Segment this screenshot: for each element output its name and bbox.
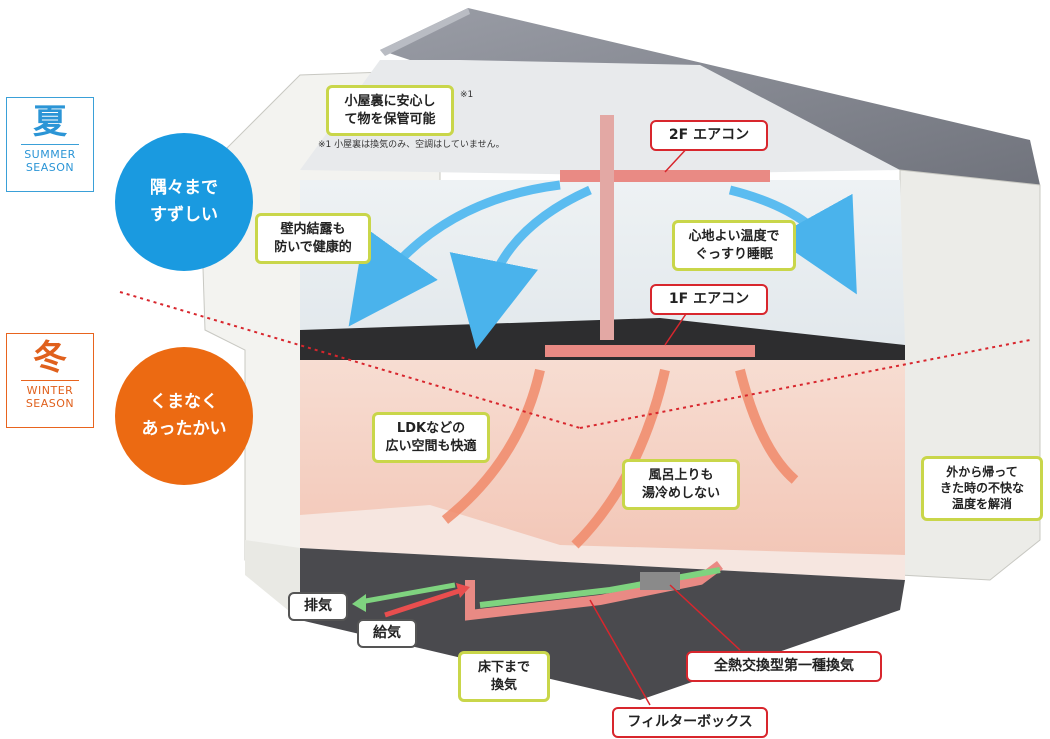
sleep-line1: 心地よい温度で: [688, 229, 780, 244]
attic-line2: て物を保管可能: [344, 111, 436, 127]
bath-line2: 湯冷めしない: [641, 485, 720, 501]
return-line2: きた時の不快な: [939, 481, 1024, 496]
underfloor-line2: 換気: [490, 677, 517, 693]
ventilation-unit: [640, 572, 680, 590]
season-divider: [119, 291, 581, 429]
exhaust-arrow: [359, 582, 456, 605]
vertical-duct: [600, 115, 614, 340]
exhaust-arrow-head: [352, 594, 366, 612]
winter-kanji: 冬: [33, 338, 67, 378]
summer-en-line2: SEASON: [25, 161, 75, 174]
supply-label: 給気: [357, 619, 417, 648]
ldk-callout: LDKなどの 広い空間も快適: [372, 412, 490, 464]
summer-kanji: 夏: [33, 102, 67, 142]
underfloor-line1: 床下まで: [477, 660, 530, 675]
attic-footnote-mark: ※1: [460, 90, 474, 100]
cool-air-arrow-center: [449, 185, 592, 350]
winter-circle-line2: あったかい: [141, 419, 227, 439]
condensation-line1: 壁内結露も: [280, 222, 346, 237]
supply-arrow-head: [456, 583, 470, 598]
leader-filter: [589, 599, 651, 706]
winter-en-line1: WINTER: [26, 384, 74, 397]
summer-season-badge: 夏 SUMMER SEASON: [6, 97, 94, 192]
cool-air-arrow-left: [348, 180, 561, 327]
first-floor-floor: [300, 505, 905, 580]
sleep-callout: 心地よい温度で ぐっすり睡眠: [672, 220, 796, 272]
winter-circle: くまなく あったかい: [115, 347, 253, 485]
underfloor-duct-green: [479, 567, 721, 608]
bath-callout: 風呂上りも 湯冷めしない: [622, 459, 740, 511]
return-home-callout: 外から帰って きた時の不快な 温度を解消: [921, 456, 1043, 521]
condensation-callout: 壁内結露も 防いで健康的: [255, 213, 371, 265]
attic-footnote: ※1 小屋裏は換気のみ、空調はしていません。: [318, 140, 505, 150]
foundation-edge: [245, 540, 300, 620]
ac-1f-label: 1F エアコン: [650, 284, 768, 315]
attic-storage-callout: 小屋裏に安心し て物を保管可能: [326, 85, 454, 137]
leader-ventilation: [669, 584, 741, 651]
ventilation-label: 全熱交換型第一種換気: [686, 651, 882, 682]
attic-line1: 小屋裏に安心し: [344, 94, 436, 109]
summer-circle: 隅々まで すずしい: [115, 133, 253, 271]
filter-box-label: フィルターボックス: [612, 707, 768, 738]
winter-season-badge: 冬 WINTER SEASON: [6, 333, 94, 428]
underfloor-callout: 床下まで 換気: [458, 651, 550, 703]
winter-rule: [21, 380, 79, 381]
winter-circle-line1: くまなく: [150, 391, 218, 412]
supply-arrow: [384, 587, 463, 618]
return-line1: 外から帰って: [946, 465, 1018, 479]
ldk-line1: LDKなどの: [396, 421, 466, 436]
bath-line1: 風呂上りも: [648, 468, 714, 483]
cool-air-arrow-right: [728, 185, 857, 295]
ac-2f-label: 2F エアコン: [650, 120, 768, 151]
roof-edge: [380, 8, 470, 56]
summer-circle-line2: すずしい: [150, 205, 218, 225]
return-line3: 温度を解消: [951, 497, 1012, 512]
ldk-line2: 広い空間も快適: [385, 438, 477, 454]
summer-circle-line1: 隅々まで: [150, 177, 218, 198]
warm-air-arrow-left: [441, 368, 545, 524]
duct-1f: [545, 345, 755, 357]
exhaust-label: 排気: [288, 592, 348, 621]
summer-en-line1: SUMMER: [24, 148, 76, 161]
warm-air-arrow-right: [735, 368, 799, 484]
condensation-line2: 防いで健康的: [274, 239, 352, 255]
summer-rule: [21, 144, 79, 145]
sleep-line2: ぐっすり睡眠: [694, 246, 773, 262]
winter-en-line2: SEASON: [25, 397, 75, 410]
